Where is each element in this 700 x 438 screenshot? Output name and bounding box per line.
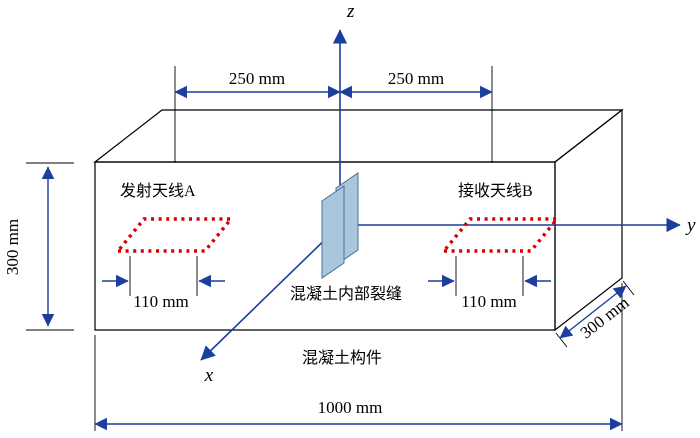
box-front-face <box>94 161 556 331</box>
ext-line-depth-back <box>622 280 635 296</box>
antenna-a-label: 发射天线A <box>120 182 196 200</box>
member-label: 混凝土构件 <box>302 349 382 367</box>
dim-line-depth <box>559 285 627 339</box>
dim-text-antenna-a: 110 mm <box>133 292 189 311</box>
dim-text-250-right: 250 mm <box>388 69 444 88</box>
concrete-block <box>93 108 624 332</box>
coordinate-axes: z y x <box>200 1 696 386</box>
antenna-b-label: 接收天线B <box>458 182 533 200</box>
antenna-b-dimension: 110 mm <box>428 256 551 311</box>
antenna-a-outline <box>114 217 235 253</box>
x-axis <box>200 226 339 361</box>
height-dimension: 300 mm <box>3 162 74 331</box>
dim-text-250-left: 250 mm <box>229 69 285 88</box>
box-top-face <box>93 109 624 163</box>
y-axis-label: y <box>685 215 696 236</box>
antenna-b-outline <box>440 217 561 253</box>
top-dimensions: 250 mm 250 mm <box>174 66 493 163</box>
z-axis-label: z <box>346 1 355 22</box>
dim-text-length: 1000 mm <box>318 398 383 417</box>
dim-text-height: 300 mm <box>3 219 22 275</box>
dim-text-antenna-b: 110 mm <box>461 292 517 311</box>
antennas <box>114 217 561 253</box>
text-labels: 发射天线A 接收天线B 混凝土内部裂缝 混凝土构件 <box>120 182 533 367</box>
antenna-a-dimension: 110 mm <box>102 256 225 311</box>
crack-front-plate <box>321 185 345 279</box>
ext-line-depth-front <box>555 332 568 348</box>
crack-label: 混凝土内部裂缝 <box>290 285 402 303</box>
x-axis-label: x <box>204 365 214 386</box>
internal-crack <box>321 172 359 279</box>
